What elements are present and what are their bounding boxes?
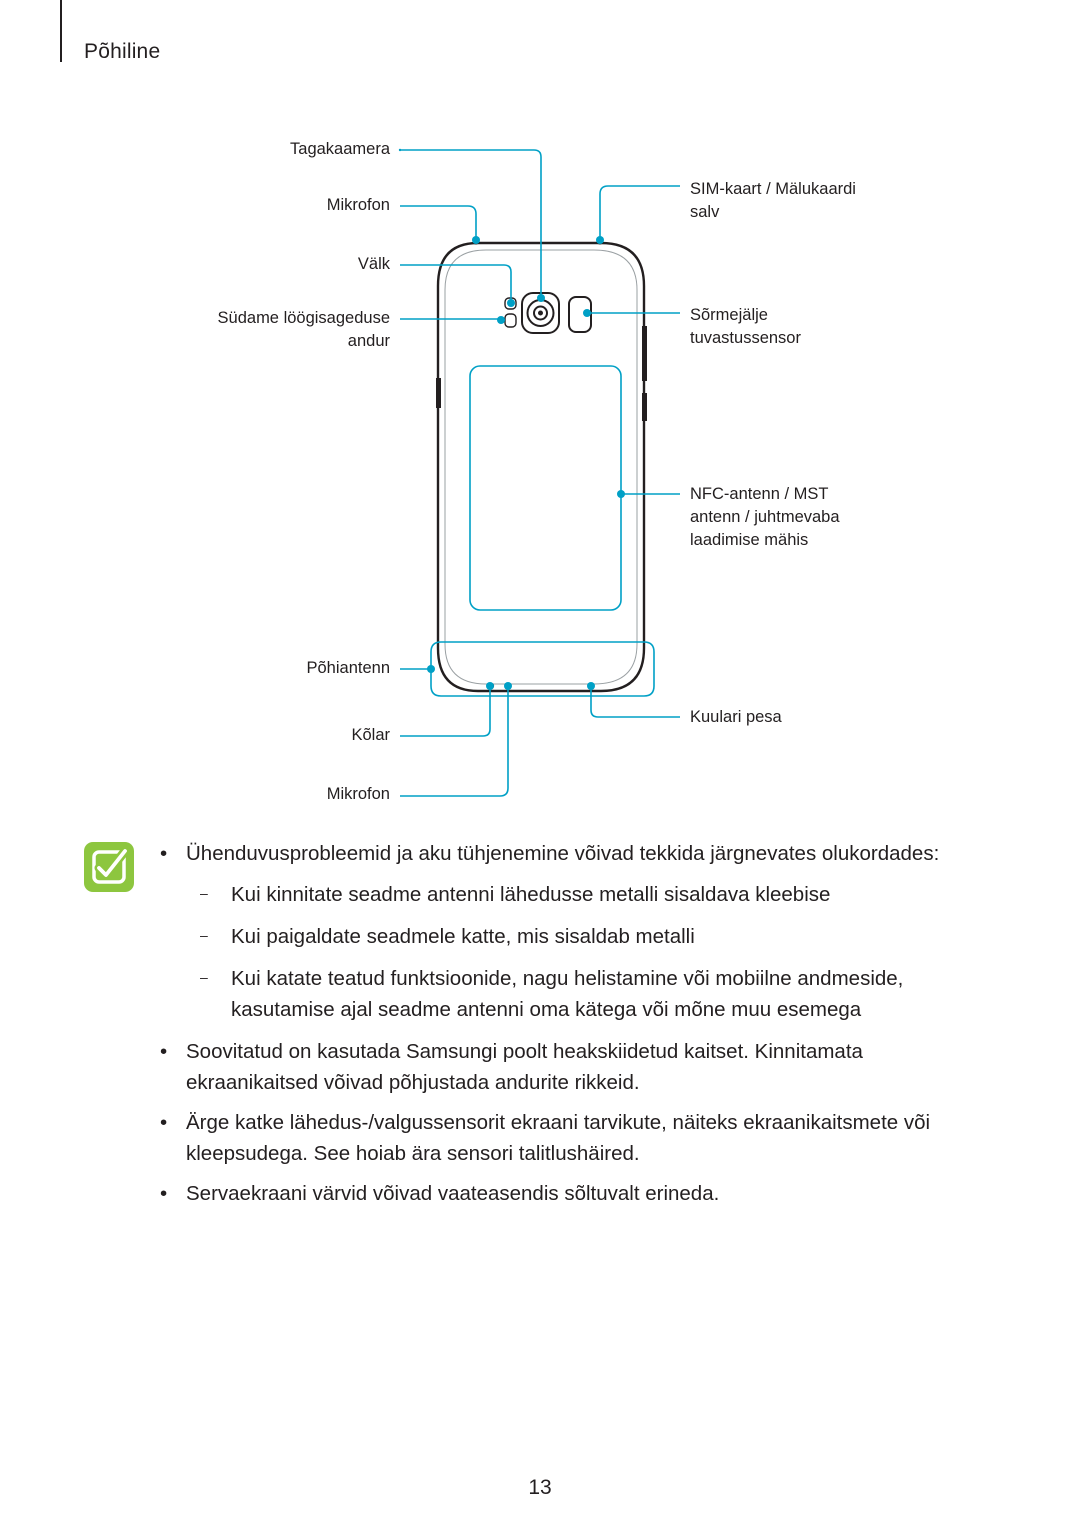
phone-body xyxy=(436,237,647,693)
check-note-icon xyxy=(84,842,134,892)
note-item: • Ühenduvusprobleemid ja aku tühjenemine… xyxy=(160,838,1000,1025)
sub-item: – Kui kinnitate seadme antenni lähedusse… xyxy=(186,879,1000,910)
section-title: Põhiline xyxy=(84,40,161,63)
main-antenna-outline xyxy=(430,641,655,697)
label-sim-tray-line1: SIM-kaart / Mälukaardi xyxy=(690,180,856,198)
label-nfc-line2: antenn / juhtmevaba xyxy=(690,508,840,526)
label-rear-camera: Tagakaamera xyxy=(290,140,390,158)
label-main-antenna: Põhiantenn xyxy=(306,659,391,677)
label-microphone-top: Mikrofon xyxy=(326,196,390,214)
bullet: • xyxy=(160,1040,168,1063)
label-nfc-line1: NFC-antenn / MST xyxy=(690,485,829,503)
phone-rear-diagram xyxy=(398,148,680,797)
label-nfc-antenna: NFC-antenn / MST antenn / juhtmevaba laa… xyxy=(690,483,840,552)
label-heart-rate-line1: Südame löögisageduse xyxy=(217,309,390,327)
label-heart-rate-line2: andur xyxy=(347,332,390,350)
label-fingerprint-sensor: Sõrmejälje tuvastussensor xyxy=(690,304,801,350)
label-nfc-line3: laadimise mähis xyxy=(690,531,809,549)
header-rule xyxy=(60,0,62,62)
sub-item-text: Kui kinnitate seadme antenni lähedusse m… xyxy=(231,883,831,906)
nfc-coil-outline xyxy=(469,365,622,611)
label-sim-tray-line2: salv xyxy=(690,203,720,221)
note-text: Soovitatud on kasutada Samsungi poolt he… xyxy=(186,1040,863,1094)
label-earphone-jack: Kuulari pesa xyxy=(690,708,782,726)
sub-item-text: Kui katate teatud funktsioonide, nagu he… xyxy=(231,967,904,1021)
note-text: Ühenduvusprobleemid ja aku tühjenemine v… xyxy=(186,842,940,865)
label-fingerprint-line2: tuvastussensor xyxy=(690,329,801,347)
callout-lines xyxy=(400,149,680,797)
note-item: • Servaekraani värvid võivad vaateasendi… xyxy=(160,1178,1000,1209)
label-flash: Välk xyxy=(357,255,390,273)
note-text: Servaekraani värvid võivad vaateasendis … xyxy=(186,1182,720,1205)
label-fingerprint-line1: Sõrmejälje xyxy=(690,306,768,324)
sub-list: – Kui kinnitate seadme antenni lähedusse… xyxy=(186,879,1000,1025)
bullet: • xyxy=(160,842,168,865)
dash: – xyxy=(200,927,208,943)
bullet: • xyxy=(160,1182,168,1205)
sub-item: – Kui katate teatud funktsioonide, nagu … xyxy=(186,963,1000,1025)
bullet: • xyxy=(160,1111,168,1134)
label-sim-tray: SIM-kaart / Mälukaardi salv xyxy=(690,178,856,224)
notes-list: • Ühenduvusprobleemid ja aku tühjenemine… xyxy=(160,838,1000,1218)
label-speaker: Kõlar xyxy=(351,726,390,744)
dash: – xyxy=(200,885,208,901)
dash: – xyxy=(200,969,208,985)
page-number: 13 xyxy=(528,1476,552,1499)
sub-item-text: Kui paigaldate seadmele katte, mis sisal… xyxy=(231,925,695,948)
sub-item: – Kui paigaldate seadmele katte, mis sis… xyxy=(186,921,1000,952)
callout-dots xyxy=(398,148,625,690)
label-microphone-bottom: Mikrofon xyxy=(326,785,390,803)
note-item: • Ärge katke lähedus-/valgussensorit ekr… xyxy=(160,1107,1000,1169)
note-text: Ärge katke lähedus-/valgussensorit ekraa… xyxy=(186,1111,931,1165)
label-heart-rate-sensor: Südame löögisageduse andur xyxy=(218,307,390,353)
note-item: • Soovitatud on kasutada Samsungi poolt … xyxy=(160,1036,1000,1098)
